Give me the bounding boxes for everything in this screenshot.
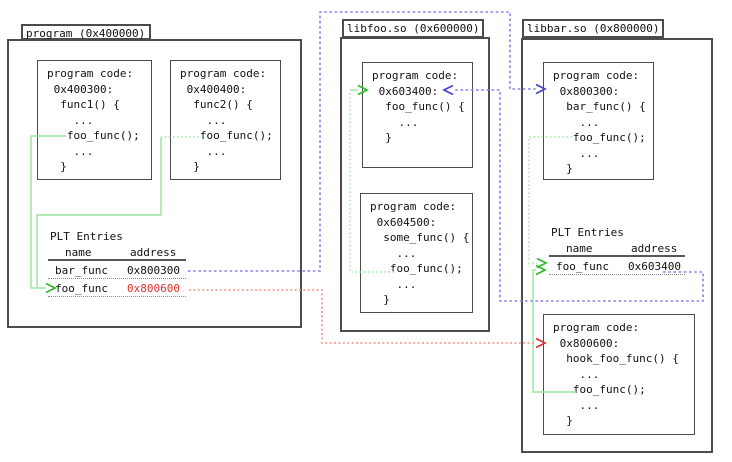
- libfoo-code-box-some_func: program code: 0x604500: some_func() { ..…: [360, 193, 473, 313]
- libbar-plt-label: PLT Entries: [551, 226, 624, 239]
- program-plt-label: PLT Entries: [50, 230, 123, 243]
- plt-col-header-name: name: [566, 242, 593, 255]
- plt-col-header-address: address: [631, 242, 678, 255]
- program-plt-row-bar_func: bar_func 0x800300: [48, 261, 186, 279]
- libbar-plt-table: PLT Entries name address foo_func 0x6034…: [549, 224, 685, 275]
- plt-entry-name: foo_func: [55, 282, 108, 295]
- plt-entry-name: bar_func: [55, 264, 108, 277]
- plt-entry-address: 0x800300: [127, 264, 180, 277]
- libbar-code-box-bar_func: program code: 0x800300: bar_func() { ...…: [543, 62, 654, 180]
- libbar-plt-header-row: name address: [549, 241, 685, 257]
- plt-col-header-name: name: [65, 246, 92, 259]
- program-module-title: program (0x400000): [21, 24, 151, 40]
- libfoo-module-title: libfoo.so (0x600000): [342, 19, 484, 38]
- plt-col-header-address: address: [130, 246, 177, 259]
- libbar-code-box-hook_foo_func: program code: 0x800600: hook_foo_func() …: [543, 314, 695, 435]
- libbar-plt-row-foo_func: foo_func 0x603400: [549, 257, 685, 275]
- program-code-box-func2: program code: 0x400400: func2() { ... fo…: [170, 60, 281, 180]
- plt-entry-name: foo_func: [556, 260, 609, 273]
- program-plt-row-foo_func: foo_func 0x800600: [48, 279, 186, 297]
- plt-entry-address: 0x603400: [628, 260, 681, 273]
- libfoo-code-box-foo_func: program code: 0x603400: foo_func() { ...…: [362, 62, 473, 168]
- program-code-box-func1: program code: 0x400300: func1() { ... fo…: [37, 60, 152, 180]
- program-plt-table: PLT Entries name address bar_func 0x8003…: [48, 228, 186, 297]
- libbar-module-title: libbar.so (0x800000): [522, 19, 664, 38]
- plt-entry-address-hooked: 0x800600: [127, 282, 180, 295]
- program-plt-header-row: name address: [48, 245, 186, 261]
